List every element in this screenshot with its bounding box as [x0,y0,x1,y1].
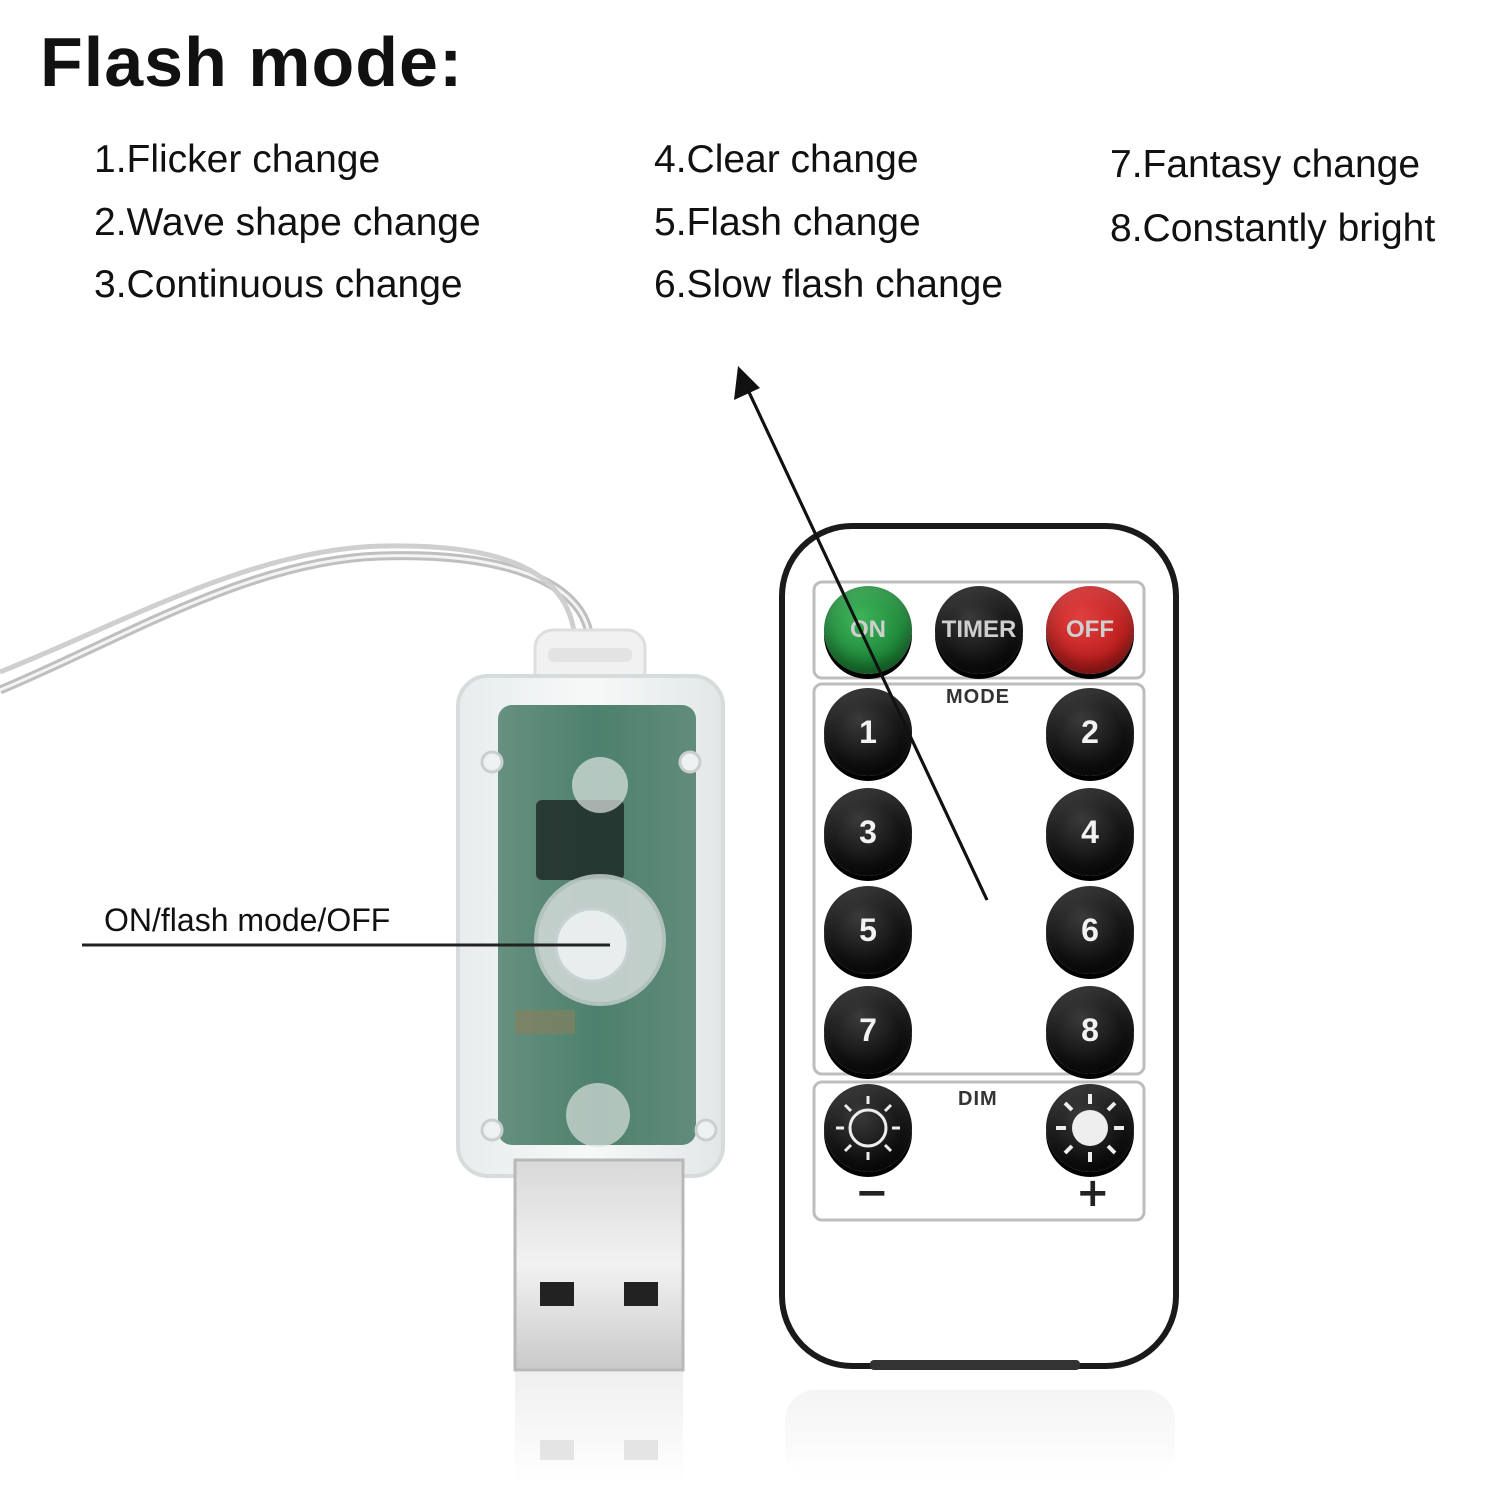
mode-button-6[interactable]: 6 [1046,886,1134,974]
mode-button-7[interactable]: 7 [824,986,912,1074]
mode-list-column-2: 4.Clear change 5.Flash change 6.Slow fla… [654,140,1003,328]
mode-item: 3.Continuous change [94,263,463,306]
mode-item: 2.Wave shape change [94,200,481,244]
mode-item: 1.Flicker change [94,138,381,181]
timer-button[interactable]: TIMER [935,586,1023,674]
mode-button-5[interactable]: 5 [824,886,912,974]
usb-controller [456,674,725,1178]
on-button[interactable]: ON [824,586,912,674]
dim-minus-sign: − [855,1170,889,1216]
dim-up-button[interactable] [1046,1084,1134,1172]
off-button[interactable]: OFF [1046,586,1134,674]
dim-plus-sign: + [1076,1170,1110,1216]
mode-list-column-1: 1.Flicker change 2.Wave shape change 3.C… [94,140,481,328]
dim-label: DIM [958,1088,998,1110]
mode-button-1[interactable]: 1 [824,688,912,776]
mode-item: 7.Fantasy change [1110,143,1421,186]
controller-callout-label: ON/flash mode/OFF [104,902,391,938]
mode-button-2[interactable]: 2 [1046,688,1134,776]
mode-button-8[interactable]: 8 [1046,986,1134,1074]
mode-button-4[interactable]: 4 [1046,788,1134,876]
mode-item: 4.Clear change [654,138,919,181]
mode-button-3[interactable]: 3 [824,788,912,876]
mode-item: 6.Slow flash change [654,263,1004,306]
cable [0,543,595,695]
mode-item: 5.Flash change [654,200,921,244]
mode-item: 8.Constantly bright [1110,207,1436,250]
mode-list-column-3: 7.Fantasy change 8.Constantly bright [1110,145,1435,273]
usb-plug [513,1158,685,1482]
page-title: Flash mode: [40,23,464,101]
mode-label: MODE [946,686,1010,708]
dim-down-button[interactable] [824,1084,912,1172]
